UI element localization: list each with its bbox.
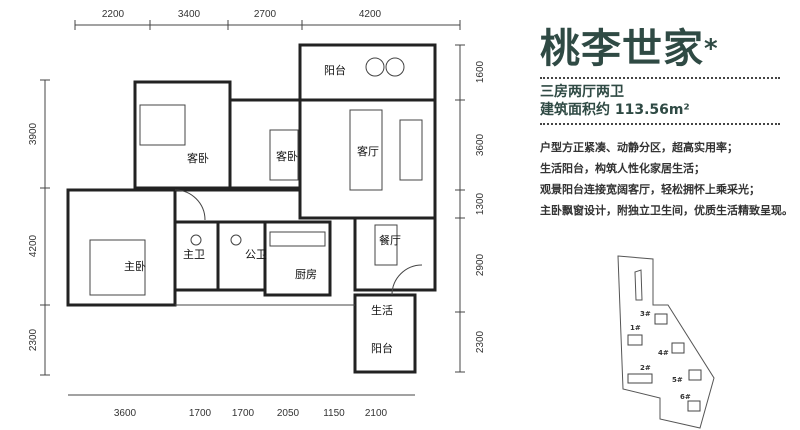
counter-icon [269,231,326,247]
dim-left-2: 4200 [28,234,39,257]
room-label-kitchen: 厨房 [295,268,317,281]
room-label-utility-balcony: 生活 [371,303,393,317]
floor-area: 建筑面积约 113.56m² [540,102,690,118]
dim-bottom-6: 2100 [365,408,388,419]
dim-bottom-4: 2050 [277,408,300,419]
info-panel: 桃李世家* 三房两厅两卫 建筑面积约 113.56m² 户型方正紧凑、动静分区，… [540,25,800,221]
feature-item: 户型方正紧凑、动静分区，超高实用率； [540,141,738,154]
site-plan: 3# 1# 4# 2# 5# 6# [617,255,715,429]
building-label: 6# [680,393,691,401]
dimension-left: 3900 4200 2300 [28,79,50,376]
bed-icon [139,104,186,146]
room-label-master-bath: 主卫 [183,248,205,261]
dim-bottom-5: 1150 [323,408,345,419]
room-label-balcony: 阳台 [324,63,346,77]
dim-left-3: 2300 [28,328,39,351]
walls [66,43,437,374]
dim-left-1: 3900 [28,122,39,145]
bed-icon [269,129,299,181]
room-label-guest-bedroom-2: 客卧 [276,149,298,163]
room-label-utility-balcony-2: 阳台 [371,341,393,355]
dim-top-3: 2700 [254,9,277,20]
sink-icon [190,234,202,246]
feature-item: 主卧飘窗设计，附独立卫生间，优质生活精致呈现。 [540,204,793,217]
dim-bottom-2: 1700 [189,408,212,419]
feature-list: 户型方正紧凑、动静分区，超高实用率； 生活阳台，构筑人性化家居生活； 观景阳台连… [540,137,800,221]
sofa-icon [349,109,383,191]
dining-table-icon [374,224,398,266]
bed-icon [89,239,146,296]
dimension-top: 2200 3400 2700 4200 [74,9,461,30]
sofa-icon [399,119,423,181]
room-label-public-bath: 公卫 [245,248,267,261]
project-title: 桃李世家 [540,26,704,72]
door-swing-icon [174,189,206,221]
dim-right-5: 2300 [475,330,486,353]
title-mark: * [704,34,719,64]
dim-top-1: 2200 [102,9,125,20]
dim-right-2: 3600 [475,133,486,156]
layout-type: 三房两厅两卫 [540,84,624,100]
dim-bottom-1: 3600 [114,408,137,419]
dim-top-4: 4200 [359,9,382,20]
building-label: 2# [640,364,651,372]
divider [540,123,780,125]
door-swing-icon [391,264,423,296]
dimension-right: 1600 3600 1300 2900 2300 [455,44,486,373]
room-label-master-bedroom: 主卧 [124,260,146,273]
room-label-living-room: 客厅 [357,144,379,158]
room-label-guest-bedroom-1: 客卧 [187,151,209,165]
dim-right-1: 1600 [475,60,486,83]
dimension-bottom: 3600 1700 1700 2050 1150 2100 [68,394,415,419]
dim-right-3: 1300 [475,192,486,215]
building-label: 4# [658,349,669,357]
dim-bottom-3: 1700 [232,408,255,419]
furniture [89,57,423,296]
feature-item: 生活阳台，构筑人性化家居生活； [540,162,705,175]
building-label: 1# [630,324,641,332]
dim-right-4: 2900 [475,253,486,276]
dim-top-2: 3400 [178,9,201,20]
divider [540,77,780,79]
room-label-dining-room: 餐厅 [379,233,401,247]
building-label: 3# [640,310,651,318]
building-label: 5# [672,376,683,384]
feature-item: 观景阳台连接宽阔客厅，轻松拥怀上乘采光； [540,183,760,196]
sink-icon [230,234,242,246]
